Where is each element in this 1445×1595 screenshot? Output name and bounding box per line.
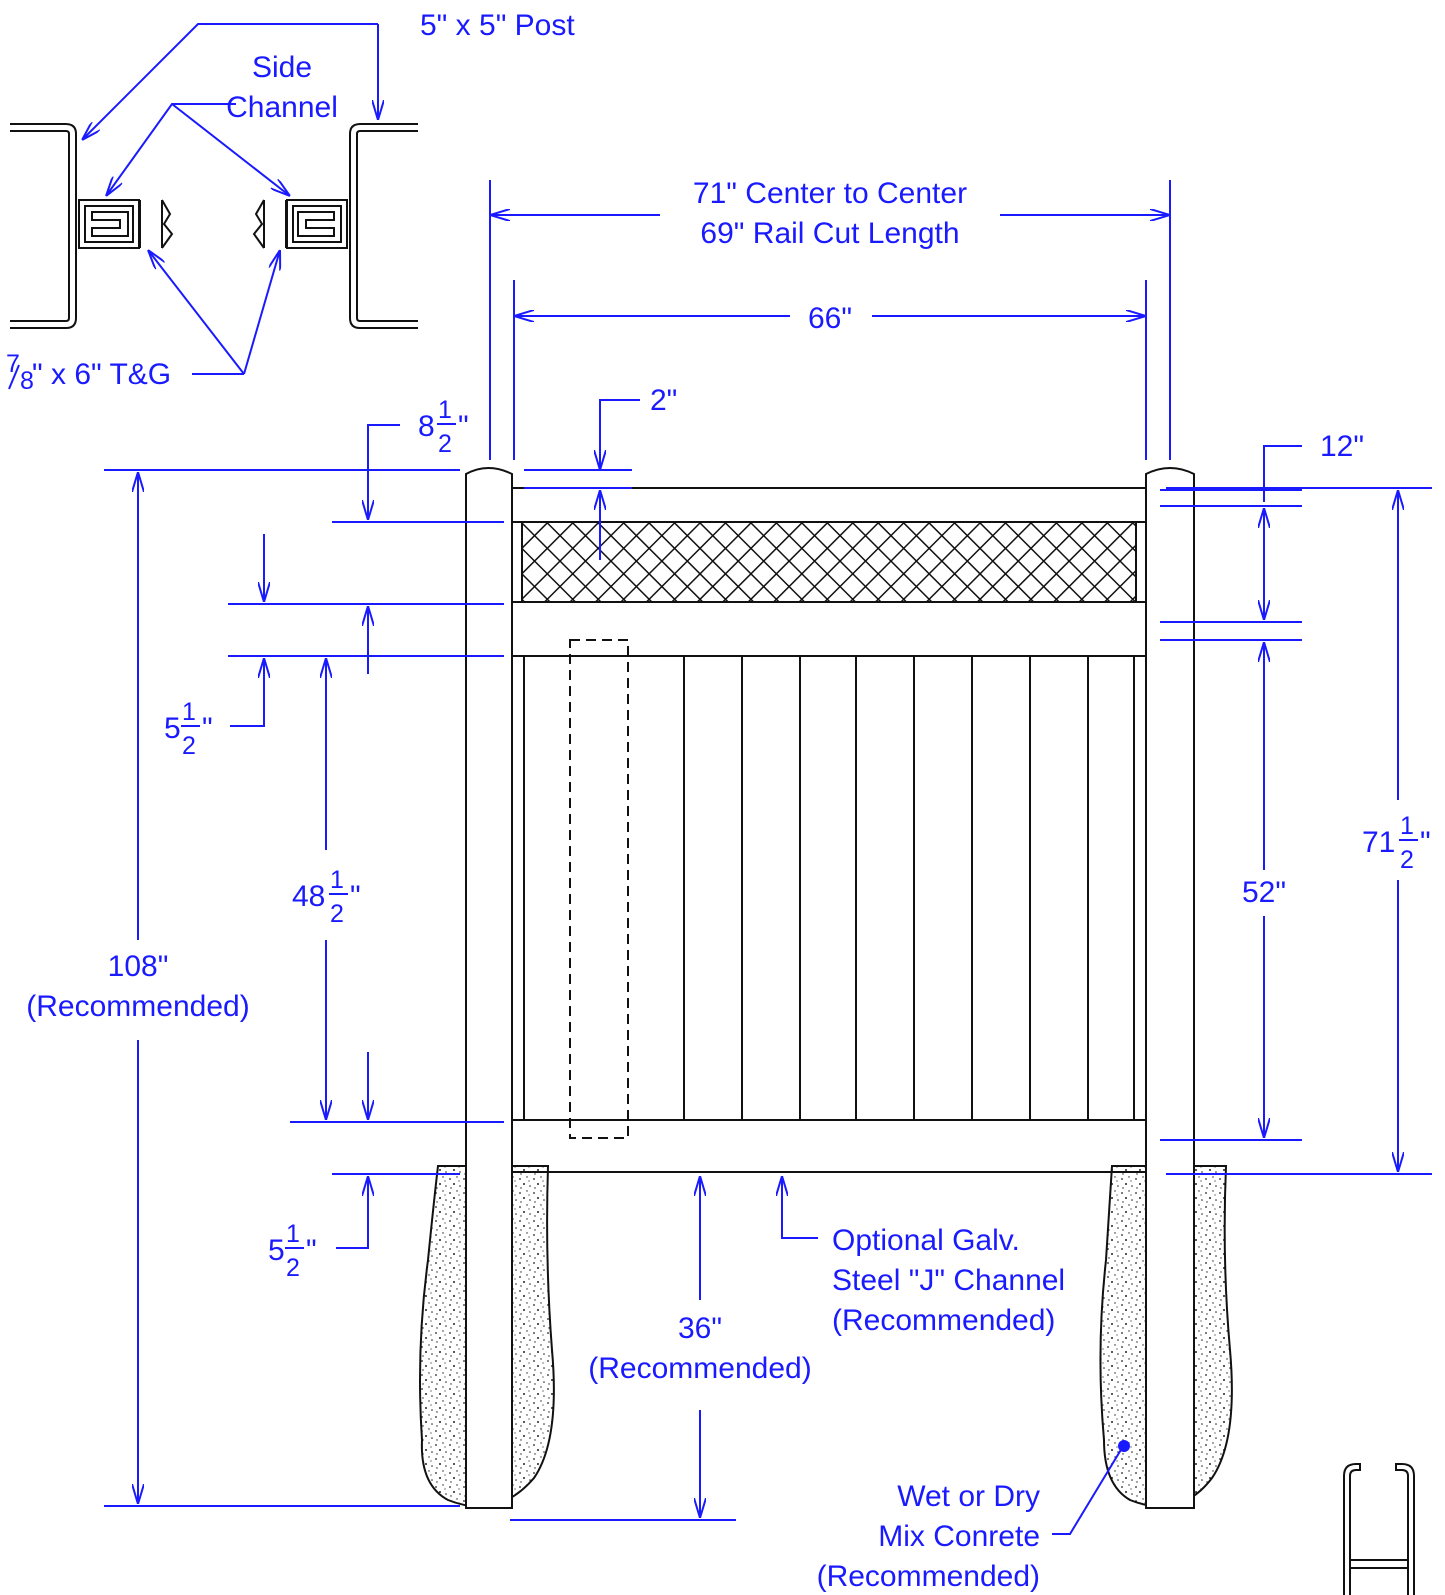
gate-height-num: 1 [1400, 812, 1414, 840]
mid-rail-height-unit: " [202, 712, 213, 745]
left-side-channel [78, 199, 174, 249]
j-channel-label-2: Steel "J" Channel [832, 1264, 1065, 1297]
side-channel-label-2: Channel [226, 91, 338, 124]
post-depth-label: 36" [678, 1312, 722, 1345]
tg-fraction-num: 7 [6, 350, 20, 378]
total-height-label: 108" [108, 950, 169, 983]
top-rail [511, 487, 1147, 523]
gate-height-unit: " [1420, 826, 1431, 859]
lattice-height-label: 12" [1320, 430, 1364, 463]
bottom-rail-height-den: 2 [286, 1254, 300, 1282]
lattice-insert [521, 521, 1137, 603]
total-height-note: (Recommended) [26, 990, 249, 1023]
tg-fraction-den: 8 [20, 367, 34, 395]
j-channel-profile [1343, 1463, 1415, 1595]
concrete-leader-dot [1118, 1440, 1130, 1452]
eight-half-whole: 8 [418, 410, 435, 443]
gate-height-whole: 71 [1362, 826, 1395, 859]
post-section-detail: 5" x 5" Post Side Channel 7 8 " x 6" T&G [6, 9, 575, 395]
bottom-rail [511, 1119, 1147, 1173]
mid-rail-height-whole: 5 [164, 712, 181, 745]
bottom-rail-height-unit: " [306, 1234, 317, 1267]
eight-half-den: 2 [438, 430, 452, 458]
right-side-channel [252, 199, 348, 249]
post-depth-note: (Recommended) [588, 1352, 811, 1385]
tg-board-label: " x 6" T&G [32, 358, 171, 391]
dimensions: 71" Center to Center 69" Rail Cut Length… [26, 177, 1432, 1593]
side-channel-label-1: Side [252, 51, 312, 84]
eight-half-num: 1 [438, 396, 452, 424]
board-height-num: 1 [330, 866, 344, 894]
mid-rail [511, 601, 1147, 657]
inner-width-label: 66" [808, 302, 852, 335]
panel-height-label: 52" [1242, 876, 1286, 909]
concrete-label-1: Wet or Dry [897, 1480, 1040, 1513]
mid-rail-height-num: 1 [182, 698, 196, 726]
two-inch-label: 2" [650, 384, 677, 417]
post-size-label: 5" x 5" Post [420, 9, 575, 42]
left-post-profile [10, 123, 77, 329]
gate-height-den: 2 [1400, 846, 1414, 874]
tg-boards [523, 655, 1135, 1121]
hidden-brace [569, 639, 629, 1139]
j-channel-label-1: Optional Galv. [832, 1224, 1020, 1257]
mid-rail-height-den: 2 [182, 732, 196, 760]
concrete-label-3: (Recommended) [817, 1560, 1040, 1593]
board-height-unit: " [350, 880, 361, 913]
right-post-profile [349, 123, 418, 329]
bottom-rail-height-num: 1 [286, 1220, 300, 1248]
gate-panel [465, 467, 1195, 1509]
right-post [1145, 467, 1195, 1509]
left-post [465, 467, 513, 1509]
board-height-whole: 48 [292, 880, 325, 913]
concrete-footings [419, 1165, 1233, 1508]
rail-cut-length-label: 69" Rail Cut Length [700, 217, 959, 250]
eight-half-unit: " [458, 410, 469, 443]
board-height-den: 2 [330, 900, 344, 928]
j-channel-label-3: (Recommended) [832, 1304, 1055, 1337]
bottom-rail-height-whole: 5 [268, 1234, 285, 1267]
center-to-center-label: 71" Center to Center [693, 177, 967, 210]
concrete-label-2: Mix Conrete [878, 1520, 1040, 1553]
